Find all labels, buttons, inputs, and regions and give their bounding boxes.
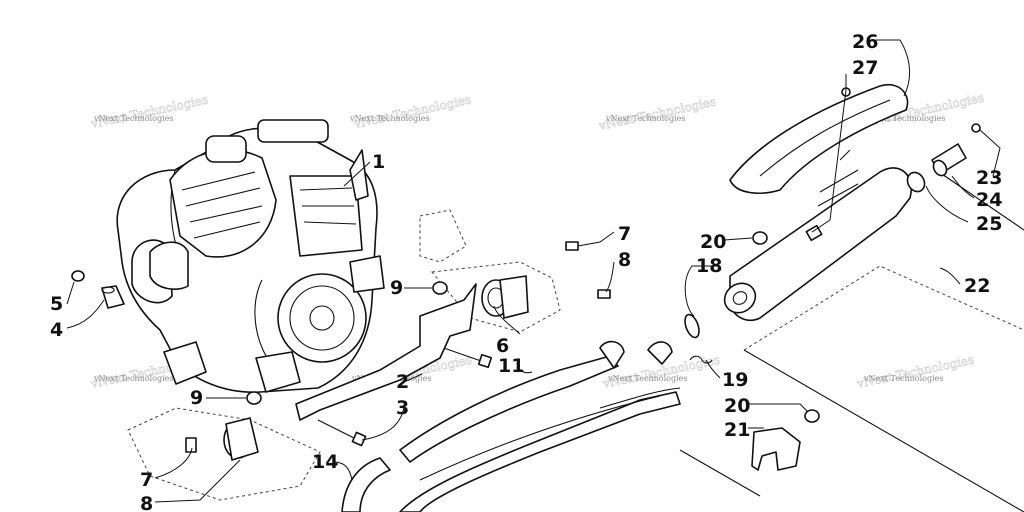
callout-27: 27: [852, 57, 878, 79]
callout-24: 24: [976, 189, 1002, 211]
watermark-5: vNext Technologies: [93, 374, 173, 383]
muffler: [723, 167, 1024, 512]
fasteners: [185, 123, 981, 453]
callout-23: 23: [976, 167, 1002, 189]
mount-bracket-21: [751, 427, 801, 471]
callout-26: 26: [852, 31, 878, 53]
watermark-3: vNext Technologies: [605, 114, 685, 123]
callout-11: 11: [498, 355, 524, 377]
callout-20-upper: 20: [700, 231, 726, 253]
callout-2: 2: [396, 371, 409, 393]
engine-assembly: [116, 119, 385, 393]
watermark-8: vNext Technologies: [863, 374, 943, 383]
callout-5: 5: [50, 293, 63, 315]
watermark-1: vNext Technologies: [93, 114, 173, 123]
callout-21: 21: [724, 419, 750, 441]
exhaust-flange: [223, 275, 529, 461]
watermark-outline-1: vNext Technologies: [89, 92, 209, 131]
exhaust-pipes: [341, 340, 761, 512]
callout-9-upper: 9: [390, 277, 403, 299]
callout-labels: 1 2 3 4 5 6 7 7 8 8 9 9 11 14 18 19 20 2…: [50, 31, 1002, 512]
callout-9-lower: 9: [190, 387, 203, 409]
callout-3: 3: [396, 397, 409, 419]
callout-7-lower: 7: [140, 469, 153, 491]
pipe-clamps: [647, 313, 713, 365]
callout-4: 4: [50, 319, 63, 341]
callout-8-upper: 8: [618, 249, 631, 271]
callout-8-lower: 8: [140, 493, 153, 512]
callout-6: 6: [496, 335, 509, 357]
leader-lines: [66, 39, 1001, 503]
head-pipe-bracket: [295, 283, 477, 421]
callout-7-upper: 7: [618, 223, 631, 245]
spacer-and-nut: [71, 270, 125, 309]
callout-1: 1: [372, 151, 385, 173]
spark-arrestor: [906, 143, 967, 193]
callout-25: 25: [976, 213, 1002, 235]
callout-20-lower: 20: [724, 395, 750, 417]
callout-22: 22: [964, 275, 990, 297]
watermark-2: vNext Technologies: [349, 114, 429, 123]
watermark-4: vNext Technologies: [865, 114, 945, 123]
watermark-outline-2: vNext Technologies: [352, 92, 472, 131]
callout-19: 19: [722, 369, 748, 391]
callout-18: 18: [696, 255, 722, 277]
callout-14: 14: [312, 451, 338, 473]
watermark-7: vNext Technologies: [607, 374, 687, 383]
watermark-outline-8: vNext Technologies: [855, 352, 975, 391]
